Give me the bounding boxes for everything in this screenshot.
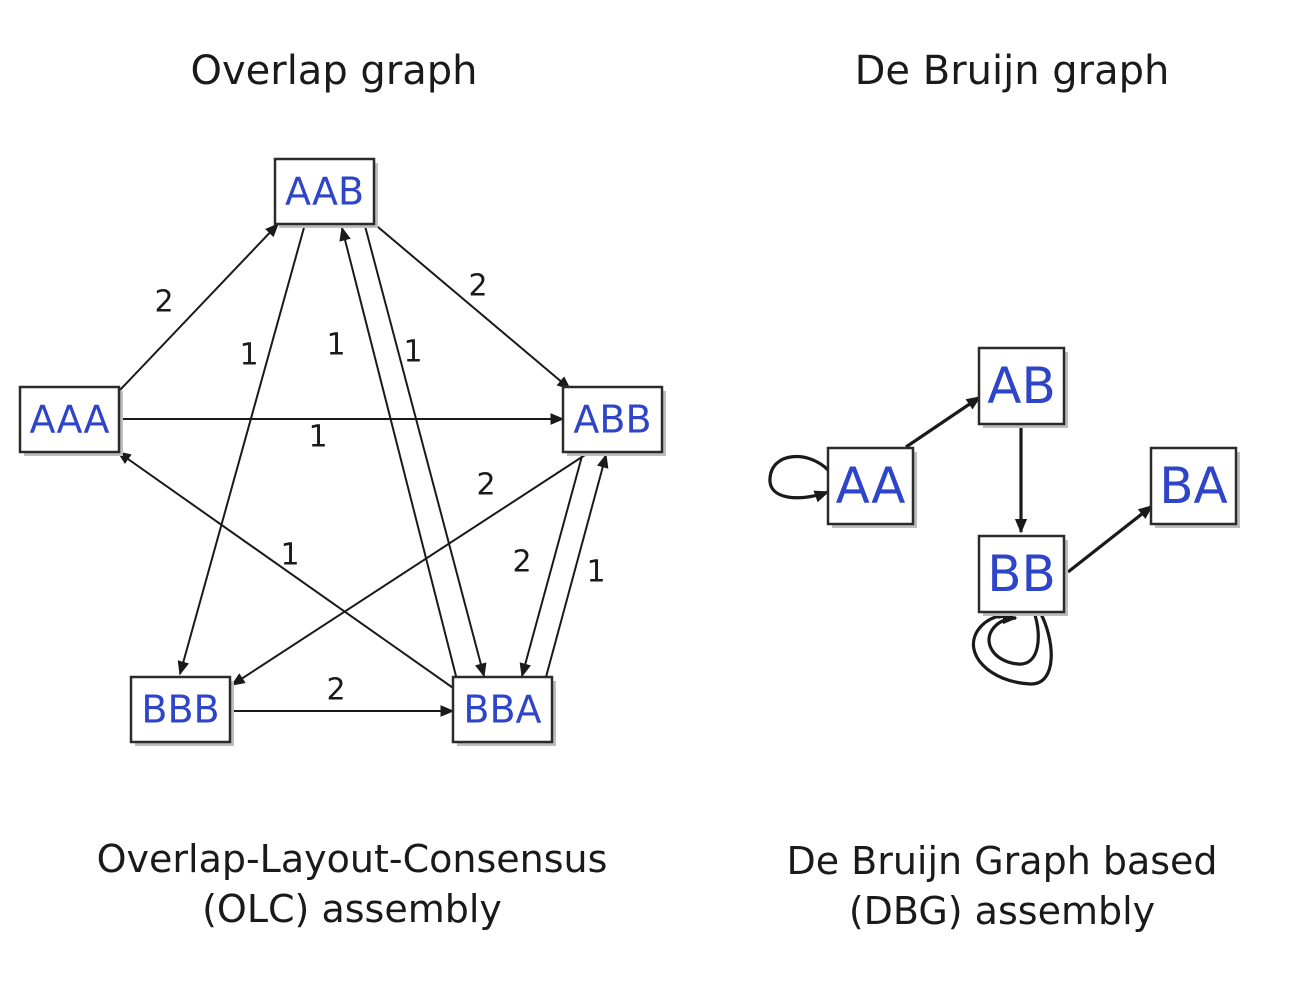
node-ba: BA (1149, 446, 1240, 528)
overlap-graph-title: Overlap graph (190, 48, 478, 94)
node-bba-label: BBA (463, 688, 541, 732)
node-bbb: BBB (129, 675, 234, 746)
edge-bb-bb-loop-inner (987, 611, 1040, 666)
edge-abb-bba (519, 455, 583, 678)
weight-bba-aab: 1 (326, 328, 345, 363)
olc-caption-line2: (OLC) assembly (202, 886, 502, 931)
edge-abb-bbb (230, 454, 586, 686)
node-aab: AAB (273, 157, 378, 228)
node-bb-label: BB (987, 545, 1056, 603)
edge-bba-abb (545, 453, 609, 678)
node-ab: AB (977, 346, 1068, 428)
node-aaa-label: AAA (29, 398, 109, 442)
dbg-caption: De Bruijn Graph based (DBG) assembly (712, 839, 1292, 933)
debruijn-nodes: AB AA BA BB (826, 346, 1240, 616)
weight-aaa-abb: 1 (308, 420, 327, 455)
node-aaa: AAA (18, 385, 123, 456)
weight-abb-bba: 2 (512, 545, 531, 580)
node-abb-label: ABB (573, 398, 651, 442)
edge-aab-bbb (177, 223, 306, 676)
overlap-weights: 2 1 2 1 1 1 2 2 1 1 2 (154, 269, 605, 708)
edge-aab-abb (371, 221, 572, 390)
edge-bba-aaa (116, 451, 457, 691)
weight-bbb-bba: 2 (326, 673, 345, 708)
debruijn-edges (768, 395, 1154, 686)
node-aab-label: AAB (285, 170, 364, 214)
edge-bba-aab (339, 226, 458, 681)
node-bba: BBA (451, 675, 556, 746)
weight-aab-abb: 2 (468, 269, 487, 304)
olc-caption: Overlap-Layout-Consensus (OLC) assembly (52, 837, 652, 931)
weight-abb-bbb: 2 (476, 468, 495, 503)
weight-bba-aaa: 1 (280, 538, 299, 573)
edge-aa-ab (905, 395, 982, 449)
node-bbb-label: BBB (141, 688, 219, 732)
node-aa: AA (826, 446, 917, 528)
edge-aa-aa-loop (768, 455, 830, 503)
olc-caption-line1: Overlap-Layout-Consensus (96, 837, 608, 881)
weight-bba-abb: 1 (586, 555, 605, 590)
dbg-caption-line1: De Bruijn Graph based (786, 839, 1218, 883)
overlap-edges (116, 221, 609, 717)
edge-bb-ba (1067, 504, 1154, 574)
debruijn-graph-title: De Bruijn graph (854, 48, 1170, 94)
node-bb: BB (977, 534, 1068, 616)
edge-aaa-aab (119, 222, 279, 391)
node-abb: ABB (561, 385, 666, 456)
edge-bb-bb-loop-outer (971, 606, 1053, 686)
node-ab-label: AB (987, 357, 1056, 415)
weight-aaa-aab: 2 (154, 285, 173, 320)
dbg-caption-line2: (DBG) assembly (848, 888, 1156, 933)
node-ba-label: BA (1159, 457, 1228, 515)
overlap-nodes: AAB AAA ABB BBB BBA (18, 157, 666, 746)
node-aa-label: AA (836, 457, 906, 515)
weight-aab-bba: 1 (403, 335, 422, 370)
edge-aab-bba (364, 225, 487, 678)
weight-aab-bbb: 1 (239, 338, 258, 373)
